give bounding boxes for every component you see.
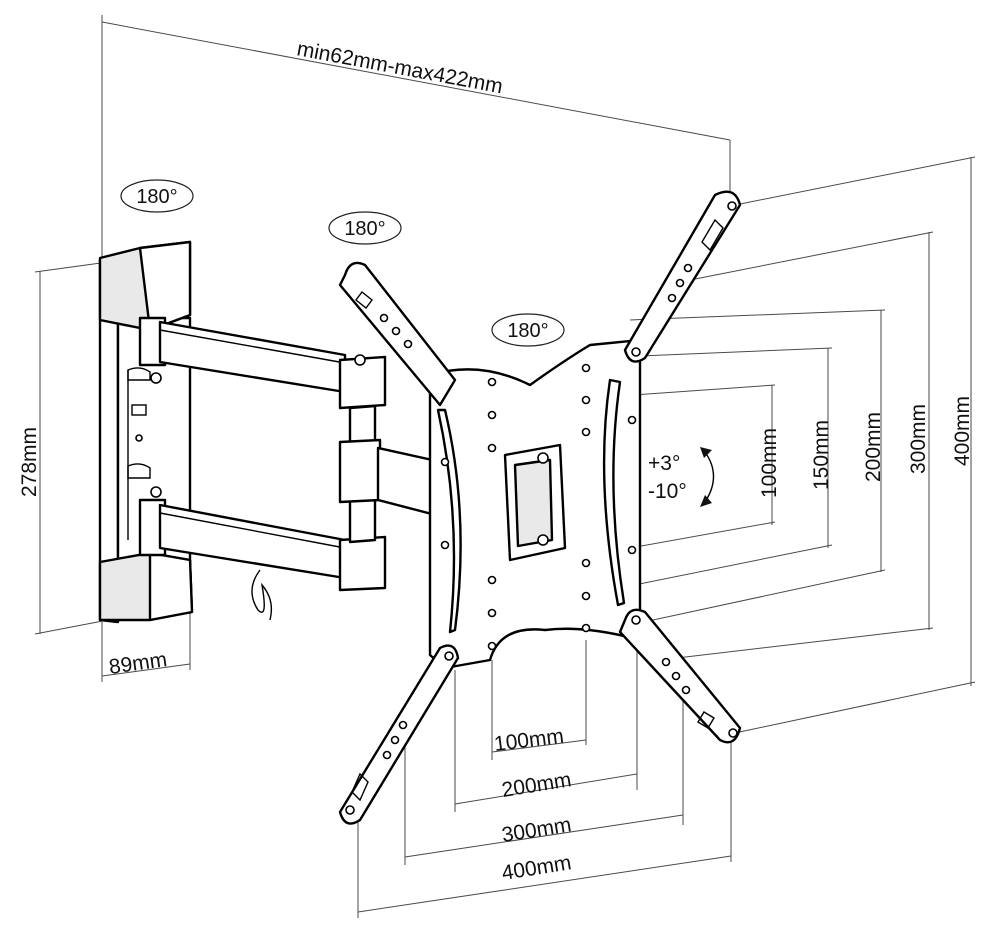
tilt-down-label: -10° [648,480,687,503]
vesa-v-150-label: 150mm [810,420,833,490]
vesa-h-100-label: 100mm [493,725,565,756]
vesa-extension-arm-upper-left [338,261,457,407]
wall-swivel-badge: 180° [120,179,194,213]
tilt-up-label: +3° [648,452,680,475]
vesa-adapter-plate [428,338,642,670]
vesa-extension-arm-lower-right [618,608,742,744]
wall-plate-height-label: 278mm [18,427,41,497]
tilt-indicator: +3° -10° [648,447,715,507]
vesa-extension-arm-lower-left [338,644,460,825]
vesa-v-400-label: 400mm [951,396,974,466]
svg-text:180°: 180° [136,186,177,208]
wall-plate [98,240,194,624]
vesa-h-200-label: 200mm [500,768,573,802]
vesa-extension-arm-upper-right [623,190,742,363]
svg-text:180°: 180° [344,218,385,240]
vesa-v-100-label: 100mm [758,428,781,498]
depth-range-label: min62mm-max422mm [295,37,505,98]
vesa-v-300-label: 300mm [907,404,930,474]
head-swivel-badge: 180° [491,313,565,347]
svg-text:180°: 180° [507,320,548,342]
wall-plate-width-label: 89mm [107,648,168,679]
arm-swivel-badge: 180° [328,211,402,245]
vesa-h-400-label: 400mm [500,851,573,885]
dimension-lines [34,15,976,918]
vesa-v-200-label: 200mm [862,412,885,482]
vesa-h-300-label: 300mm [500,813,573,847]
